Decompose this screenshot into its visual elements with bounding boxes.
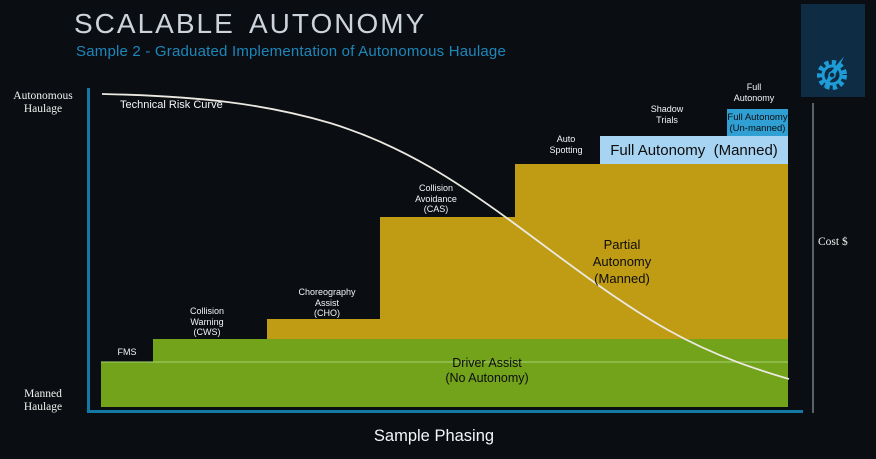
step-label-shadow-trials: Shadow Trials (650, 104, 684, 125)
step-label-full-autonomy: Full Autonomy (733, 82, 775, 103)
step-label-fms: FMS (117, 347, 137, 357)
zone-full-autonomy-unmanned-label: Full Autonomy (Un-manned) (727, 111, 788, 134)
zone-partial-autonomy-label: Partial Autonomy (Manned) (592, 237, 652, 286)
page-subtitle: Sample 2 - Graduated Implementation of A… (76, 43, 506, 60)
zone-full-autonomy-manned: Full Autonomy (Manned) (600, 136, 788, 164)
step-label-cws: Collision Warning (CWS) (189, 306, 225, 337)
y-axis-label-manned-haulage: Manned Haulage (23, 388, 63, 413)
bottom-axis-line (87, 410, 803, 413)
left-axis-line (87, 88, 90, 413)
step-label-auto-spotting: Auto Spotting (549, 134, 583, 155)
zone-full-autonomy-manned-label: Full Autonomy (Manned) (610, 141, 778, 159)
zone-full-autonomy-unmanned: Full Autonomy (Un-manned) (727, 109, 788, 136)
step-label-cho: Choreography Assist (CHO) (298, 287, 356, 318)
y-axis-label-cost: Cost $ (818, 236, 848, 248)
right-axis-line (812, 103, 814, 413)
zone-driver-assist-label: Driver Assist (No Autonomy) (445, 356, 529, 385)
y-axis-label-autonomous-haulage: Autonomous Haulage (13, 90, 73, 115)
gauge-gear-icon (817, 56, 847, 90)
step-label-cas: Collision Avoidance (CAS) (415, 183, 457, 214)
page-title: SCALABLE AUTONOMY (74, 8, 427, 39)
brand-logo (801, 4, 865, 97)
zone-partial-autonomy-autospot-step (515, 164, 788, 339)
technical-risk-curve-label: Technical Risk Curve (120, 99, 223, 111)
x-axis-title: Sample Phasing (373, 427, 495, 445)
